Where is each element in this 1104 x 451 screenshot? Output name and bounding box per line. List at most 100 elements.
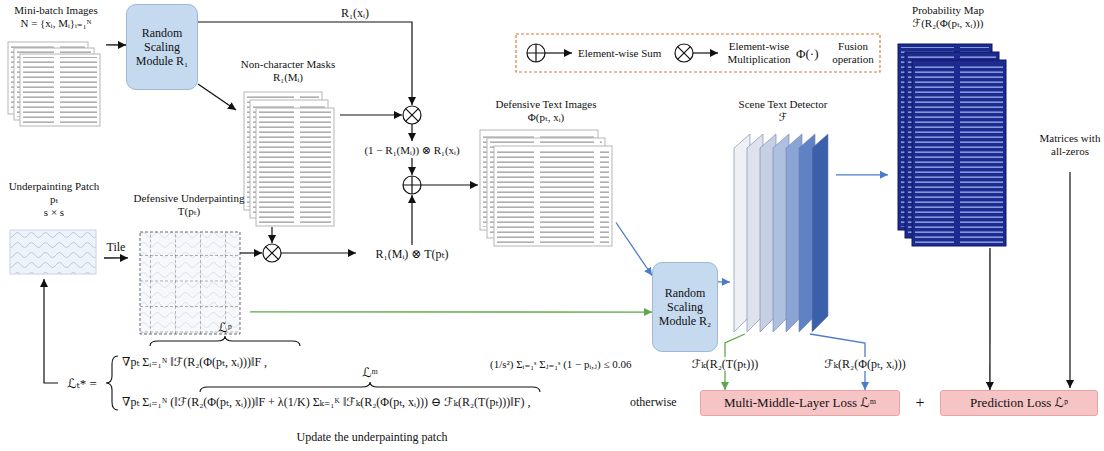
sum-symbol (527, 44, 545, 62)
formula-term: ℒₜ* = (67, 376, 97, 391)
brace-label: ℒᵐ (362, 365, 378, 380)
grid-border (140, 232, 240, 334)
image-stack: Defensive Text ImagesΦ(pₜ, xᵢ) (476, 98, 616, 248)
legend-arrow (693, 52, 718, 53)
brace (150, 336, 300, 346)
multiply-symbol (263, 244, 281, 262)
loss-box: Prediction Loss ℒᵖ (940, 390, 1098, 416)
map-text (915, 63, 1003, 243)
flow-arrow (421, 184, 478, 185)
sum-cross (527, 44, 545, 62)
flow-arrow (240, 252, 262, 253)
signal-label: R₁(Mᵢ) ⊗ T(pₜ) (376, 247, 449, 261)
edge-label: ℱₖ(R₂(T(pₜ))) (690, 357, 760, 371)
node-title: Random Scaling Module R₁ (131, 26, 193, 68)
case-brace (106, 356, 118, 410)
connector (836, 174, 888, 175)
flow-arrow (411, 195, 412, 245)
node-subtitle: ℱ(R₂(Φ(pₜ, xᵢ))) (888, 17, 1008, 30)
mask-stack (244, 92, 334, 226)
document-stack (8, 42, 100, 126)
sum-cross (403, 176, 421, 194)
loss-box: Multi-Middle-Layer Loss ℒᵐ (700, 390, 900, 416)
probability-map: Probability Mapℱ(R₂(Φ(pₜ, xᵢ))) (888, 4, 1008, 248)
note-text: Matrices with all-zeros (1039, 132, 1101, 158)
connector (198, 84, 236, 110)
page (494, 146, 612, 246)
tiled-underpainting: Defensive UnderpaintingT(pₜ) (128, 192, 250, 336)
flow-arrow (1069, 172, 1070, 388)
flow-arrow (198, 22, 412, 105)
update-arrow (44, 279, 58, 383)
signal-label: (1 − R₁(Mᵢ)) ⊗ R₁(xᵢ) (364, 144, 459, 157)
legend-text: Element-wise Sum (578, 47, 661, 60)
page-text (23, 57, 97, 123)
operators (263, 44, 693, 262)
node-title: Scene Text Detector (730, 98, 836, 111)
multiply-cross (406, 109, 419, 122)
patch-texture (10, 230, 96, 274)
multiply-symbol (675, 44, 693, 62)
node-subtitle: R₁(Mᵢ) (236, 71, 340, 84)
node-title: Probability Map (888, 4, 1008, 17)
map-page (912, 60, 1006, 246)
node-subtitle: N = {xᵢ, Mᵢ}ᵢ₌₁ᴺ (6, 17, 106, 30)
node-title: Mini-batch Images (6, 4, 106, 17)
flow-arrow (271, 227, 272, 243)
edge-label: ℱₖ(R₂(Φ(pₜ, xᵢ))) (822, 357, 908, 371)
node-subtitle: T(pₜ) (128, 205, 250, 218)
scaling-module: Random Scaling Module R₁ (126, 4, 198, 90)
node-title: Multi-Middle-Layer Loss ℒᵐ (724, 396, 876, 410)
node-subtitle: ℱ (730, 111, 836, 124)
document-stack (480, 130, 612, 246)
connector (718, 281, 730, 283)
page (20, 54, 100, 126)
grid-texture (140, 232, 240, 334)
braces (106, 336, 540, 410)
flow-arrow (411, 158, 412, 175)
node-subtitle: Φ(pₜ, xᵢ) (476, 111, 616, 124)
page-text (259, 111, 331, 223)
multiply-cross (678, 47, 691, 60)
node-subtitle: pₜ (4, 193, 104, 206)
grid-lines (140, 232, 240, 334)
formula-condition: otherwise (630, 395, 677, 409)
formula-condition: (1/s²) Σᵢ₌₁ˢ Σⱼ₌₁ˢ (1 − pᵢ,ⱼ) ≤ 0.06 (490, 358, 631, 371)
legend-arrow (545, 52, 572, 53)
scaling-module: Random Scaling Module R₂ (652, 262, 718, 352)
image-stack: Mini-batch ImagesN = {xᵢ, Mᵢ}ᵢ₌₁ᴺ (6, 4, 106, 128)
node-title: Underpainting Patch (4, 180, 104, 193)
node-title: Non-character Masks (236, 58, 340, 71)
edge-label: Tile (105, 240, 128, 254)
page-text (497, 149, 609, 243)
formula-term: ∇pₜ Σᵢ₌₁ᴺ (‖ℱ(R₂(Φ(pₜ, xᵢ)))‖F + λ(1/K) … (122, 395, 530, 409)
probability-map-stack (898, 44, 1006, 246)
node-subtitle: s × s (4, 206, 104, 219)
node-title: Random Scaling Module R₂ (657, 286, 713, 328)
multiply-symbol (403, 106, 421, 124)
patch-image: Underpainting Patchpₜs × s (4, 180, 104, 276)
detector-network: Scene Text Detectorℱ (730, 98, 836, 334)
layer (812, 134, 828, 332)
tiled-grid (140, 232, 240, 334)
legend-symbol: Φ(·) (796, 46, 819, 61)
connector (250, 311, 652, 312)
legend-box (516, 34, 880, 72)
sum-symbol (403, 176, 421, 194)
multiply-cross (266, 247, 279, 260)
connector (104, 257, 128, 258)
flow-arrow (340, 114, 402, 115)
node-title: Prediction Loss ℒᵖ (970, 396, 1068, 410)
caption-note: Update the underpainting patch (297, 430, 448, 444)
node-title: Defensive Underpainting (128, 192, 250, 205)
node-title: Defensive Text Images (476, 98, 616, 111)
flow-arrow (281, 252, 356, 253)
mask-stack: Non-character MasksR₁(Mᵢ) (236, 58, 340, 228)
signal-label: R₁(xᵢ) (341, 6, 369, 20)
brace-label: ℒᵖ (218, 320, 231, 335)
connector (989, 248, 990, 390)
flow-arrow (411, 124, 412, 141)
legend-text: Fusion operation (828, 40, 878, 66)
plus-sign: + (915, 394, 924, 412)
